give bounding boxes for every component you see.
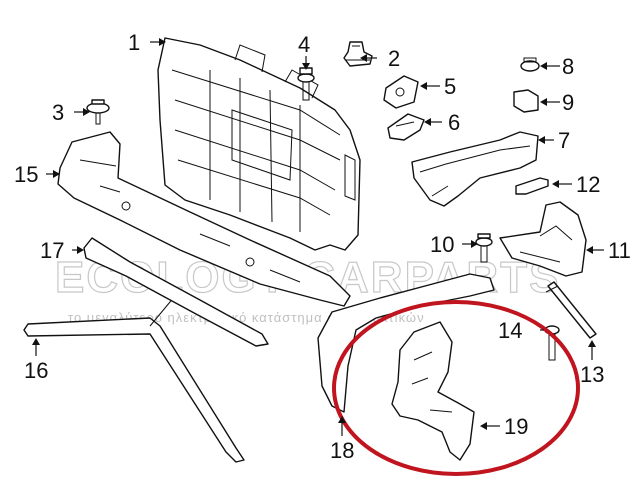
- callout-15: 15: [14, 162, 38, 187]
- callout-3: 3: [52, 100, 64, 125]
- callout-19: 19: [504, 414, 528, 439]
- part-5-nut-clip: [383, 75, 419, 109]
- callout-9: 9: [562, 90, 574, 115]
- part-15-cross-member: [57, 131, 351, 307]
- callout-6: 6: [448, 110, 460, 135]
- callout-2: 2: [388, 46, 400, 71]
- callout-10: 10: [430, 232, 454, 257]
- highlight-ellipse: [332, 300, 580, 476]
- part-9-bumper: [513, 89, 539, 113]
- callout-5: 5: [444, 74, 456, 99]
- callout-8: 8: [562, 54, 574, 79]
- part-6-bracket-clip: [387, 113, 425, 141]
- callout-13: 13: [580, 362, 604, 387]
- part-19-highlighted-bracket: [391, 321, 475, 461]
- part-2-clip: [343, 41, 373, 67]
- part-10-bolt: [475, 233, 493, 263]
- callout-11: 11: [608, 238, 631, 263]
- callout-labels: 1 2 3 4 5 6 7 8 9 10 11 12 13 14 15 16 1…: [14, 30, 631, 463]
- part-1-grille-carrier: [157, 37, 361, 251]
- part-11-deflector: [499, 201, 587, 277]
- callout-18: 18: [330, 438, 354, 463]
- callout-12: 12: [576, 172, 600, 197]
- part-12-bracket: [515, 177, 549, 195]
- part-4-bolt: [297, 67, 315, 101]
- part-17-lower-rail: [83, 237, 269, 347]
- part-13-rod: [545, 281, 597, 339]
- callout-16: 16: [24, 358, 48, 383]
- part-8-nut: [520, 57, 540, 72]
- callout-17: 17: [40, 238, 64, 263]
- callout-14: 14: [498, 318, 522, 343]
- part-7-air-duct: [411, 131, 539, 207]
- callout-4: 4: [298, 32, 310, 57]
- callout-1: 1: [128, 30, 140, 55]
- part-3-bolt: [86, 99, 110, 125]
- callout-7: 7: [558, 128, 570, 153]
- leader-lines: [32, 38, 604, 436]
